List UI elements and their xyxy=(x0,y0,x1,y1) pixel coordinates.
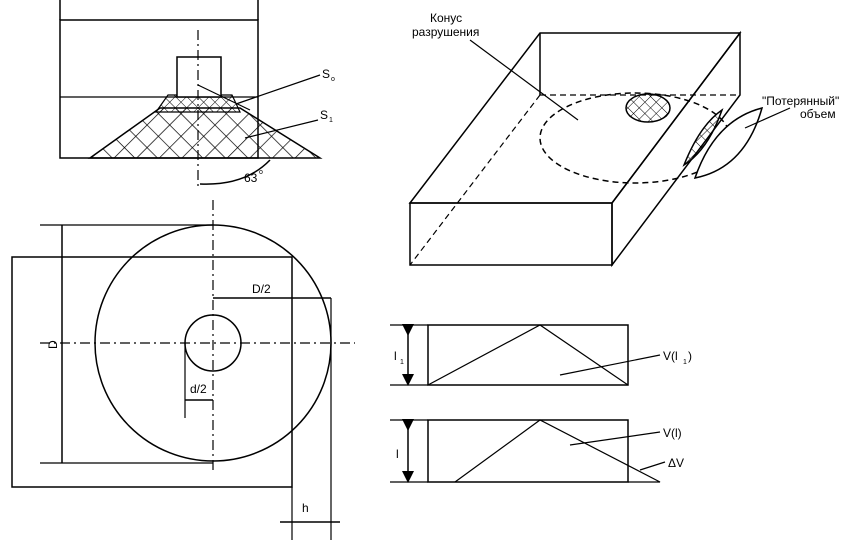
anchor-hole xyxy=(625,93,671,123)
angle-label: 63 xyxy=(244,171,258,185)
v-l1-close: ) xyxy=(688,349,692,363)
s0-leader xyxy=(235,74,321,105)
s0-sub: o xyxy=(331,76,335,83)
l1-label: l xyxy=(394,349,397,363)
dim-h: h xyxy=(302,501,309,515)
dim-D: D xyxy=(46,340,60,349)
s0-label: S xyxy=(322,67,330,81)
plan-block xyxy=(11,256,293,488)
failure-cone-hatch xyxy=(87,107,323,159)
hidden-edge xyxy=(409,94,541,266)
angle-arc xyxy=(199,159,271,185)
dim-D-half: D/2 xyxy=(252,282,271,296)
cone-title-1: Конус xyxy=(430,11,462,25)
lost-volume-leader xyxy=(744,107,791,129)
s1-sub: 1 xyxy=(329,117,333,124)
cone-leader xyxy=(469,39,579,121)
lost-volume-title-2: объем xyxy=(800,107,836,121)
delta-v-label: ΔV xyxy=(668,456,684,470)
anchor-head-hatch xyxy=(154,94,241,113)
l1-sub: 1 xyxy=(400,359,404,366)
slab-front-face xyxy=(409,202,613,266)
isometric-slab: Конус разрушения "Потерянный" объем xyxy=(408,11,839,268)
volume-l1-block: l 1 V(l 1 ) xyxy=(390,324,692,386)
lost-volume-title-1: "Потерянный" xyxy=(762,94,839,108)
v-l-label: V(l) xyxy=(663,426,682,440)
s1-label: S xyxy=(320,108,328,122)
v-l1-sub: 1 xyxy=(683,359,687,366)
s1-leader xyxy=(244,119,319,139)
cone-cross-section: S o S 1 63 o xyxy=(59,0,335,190)
edge-cut xyxy=(682,108,724,167)
cone-title-2: разрушения xyxy=(412,25,479,39)
angle-unit: o xyxy=(259,169,263,176)
anchor-bolt xyxy=(176,56,222,98)
slab-side-face xyxy=(611,30,741,268)
dim-d-half: d/2 xyxy=(190,382,207,396)
plan-view: D D/2 d/2 h xyxy=(11,200,355,540)
l-label: l xyxy=(396,447,399,461)
lost-volume-lens xyxy=(693,106,764,179)
volume-l-block: l V(l) ΔV xyxy=(390,419,684,483)
v-l1-label: V(l xyxy=(663,349,678,363)
